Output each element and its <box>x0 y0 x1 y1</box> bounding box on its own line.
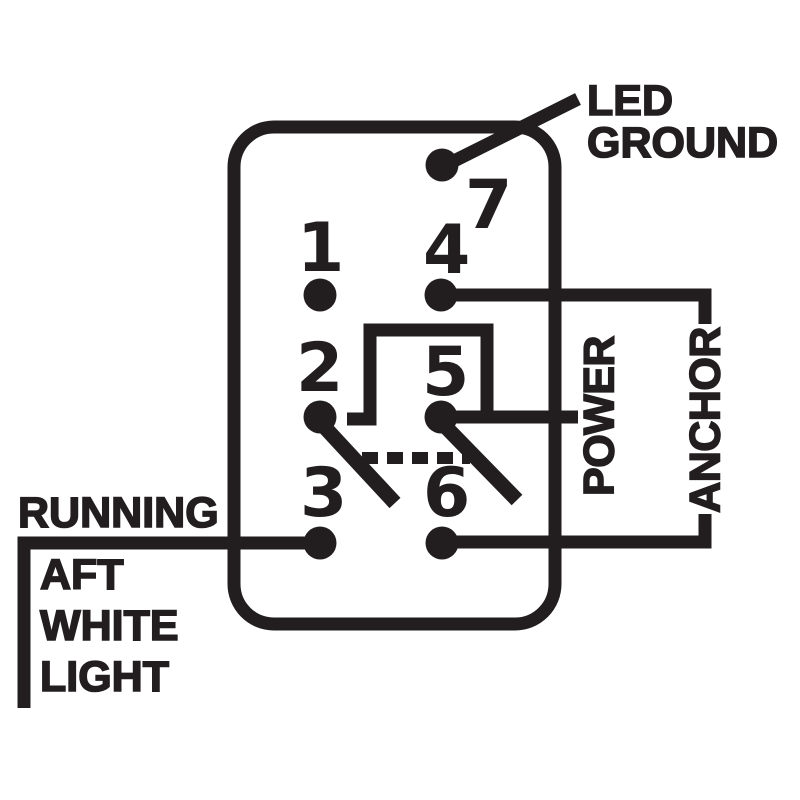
anchor-label: ANCHOR <box>681 326 731 513</box>
terminal-number-1: 1 <box>297 209 345 288</box>
led-ground-label-line2: GROUND <box>586 119 779 167</box>
anchor-wire-top <box>441 288 712 324</box>
switch-body-outline <box>227 120 562 631</box>
switch-actuator-pole-5 <box>433 414 523 506</box>
aft-white-light-label-line2: WHITE <box>39 601 179 651</box>
power-label: POWER <box>575 335 625 497</box>
terminal-number-7: 7 <box>465 166 513 245</box>
led-ground-label-line1: LED <box>586 77 674 125</box>
terminal-number-4: 4 <box>423 211 471 290</box>
anchor-wire-bottom <box>442 514 712 549</box>
terminal-dot-1 <box>303 278 337 312</box>
terminal-number-5: 5 <box>422 333 470 412</box>
terminal-dot-2 <box>303 400 337 434</box>
running-wire <box>17 536 319 708</box>
terminal-number-2: 2 <box>296 329 344 408</box>
running-label: RUNNING <box>17 489 219 537</box>
aft-white-light-label-line3: LIGHT <box>39 652 170 702</box>
terminal-dot-4 <box>424 278 458 312</box>
led-ground-label: LED GROUND <box>586 77 779 167</box>
terminal-number-6: 6 <box>423 454 471 533</box>
jumper-bracket-2-to-5 <box>347 323 494 426</box>
aft-white-light-label: AFT WHITE LIGHT <box>39 550 179 703</box>
aft-white-light-label-line1: AFT <box>39 550 124 600</box>
terminal-dot-7 <box>425 148 459 182</box>
switch-actuator-pole-2 <box>312 414 401 509</box>
terminal-dot-5 <box>424 400 458 434</box>
terminal-dot-3 <box>303 526 337 560</box>
led-ground-pointer-line <box>449 93 581 168</box>
terminal-number-3: 3 <box>300 454 348 533</box>
terminal-dot-6 <box>425 526 459 560</box>
